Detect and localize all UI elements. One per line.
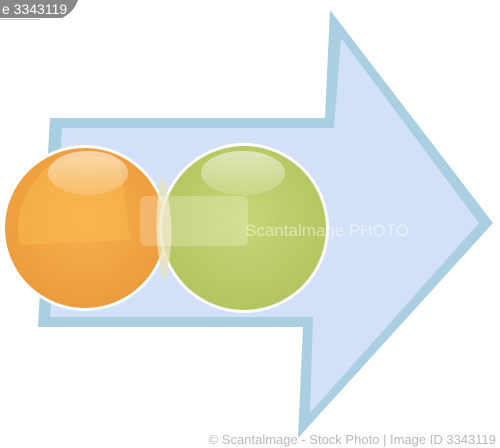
stage-circle-2 <box>159 143 329 313</box>
gloss-highlight <box>201 151 285 195</box>
watermark-badge: e 3343119 <box>0 0 78 20</box>
watermark-id-top: e 3343119 <box>2 1 67 17</box>
circle-overlap <box>156 175 172 283</box>
gloss-highlight <box>48 151 128 195</box>
watermark-credit: © Scantalmage - Stock Photo | Image ID 3… <box>209 432 496 447</box>
watermark-center-label: Scantalmage PHOTO <box>245 221 409 240</box>
watermark-center: Scantalmage PHOTO <box>140 196 409 246</box>
stage-circle-1 <box>2 145 168 311</box>
